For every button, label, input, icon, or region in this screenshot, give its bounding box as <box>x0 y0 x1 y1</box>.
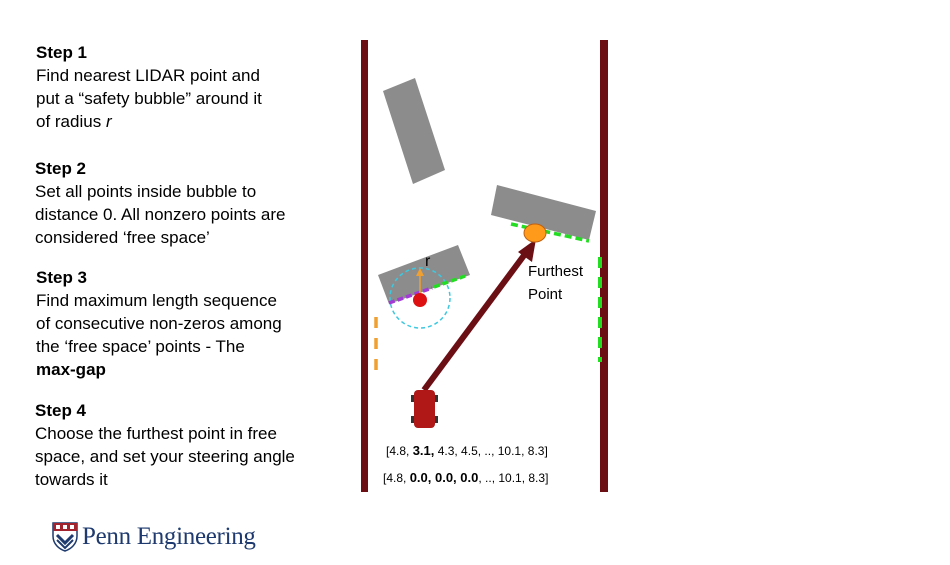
car-icon <box>411 390 438 428</box>
lidar-array-zeroed: [4.8, 0.0, 0.0, 0.0, .., 10.1, 8.3] <box>383 470 548 485</box>
penn-engineering-logo: Penn Engineering <box>52 522 256 552</box>
step-1: Step 1 Find nearest LIDAR point and put … <box>36 41 262 133</box>
steering-arrow <box>421 248 531 392</box>
nearest-point <box>413 293 427 307</box>
obstacle-left <box>378 245 470 304</box>
radius-label: r <box>425 253 431 270</box>
step-title: Step 3 <box>36 268 88 287</box>
max-gap-term: max-gap <box>36 360 106 379</box>
array-prefix: [4.8, <box>386 444 413 458</box>
step-line: Choose the furthest point in free <box>35 424 277 443</box>
left-wall <box>361 40 368 492</box>
right-wall <box>600 40 608 492</box>
obstacle-right <box>491 185 596 240</box>
step-line-text: of radius <box>36 112 106 131</box>
step-title: Step 4 <box>35 401 87 420</box>
step-line: of radius r <box>36 110 262 133</box>
step-line: put a “safety bubble” around it <box>36 89 262 108</box>
lidar-free-points-right-obstacle <box>510 222 590 243</box>
array-bold: 0.0, 0.0, 0.0 <box>410 470 479 485</box>
array-bold: 3.1, <box>413 443 435 458</box>
lidar-array-original: [4.8, 3.1, 4.3, 4.5, .., 10.1, 8.3] <box>386 443 548 458</box>
step-line: the ‘free space’ points - The <box>36 337 245 356</box>
step-title: Step 2 <box>35 159 87 178</box>
obstacle-top <box>383 78 445 184</box>
array-suffix: 4.3, 4.5, .., 10.1, 8.3] <box>434 444 547 458</box>
furthest-label-line2: Point <box>528 286 563 303</box>
lidar-bubble-points <box>388 286 433 305</box>
step-2: Step 2 Set all points inside bubble to d… <box>35 157 285 249</box>
step-3: Step 3 Find maximum length sequence of c… <box>36 266 282 381</box>
steering-arrowhead-icon <box>518 239 536 262</box>
step-title: Step 1 <box>36 43 88 62</box>
radius-variable: r <box>105 112 112 131</box>
step-line: space, and set your steering angle <box>35 447 295 466</box>
furthest-point <box>523 223 547 243</box>
array-suffix: , .., 10.1, 8.3] <box>478 471 548 485</box>
radius-arrowhead-icon <box>416 268 424 276</box>
step-line: considered ‘free space’ <box>35 228 210 247</box>
step-line: Set all points inside bubble to <box>35 182 257 201</box>
array-prefix: [4.8, <box>383 471 410 485</box>
step-line: distance 0. All nonzero points are <box>35 205 286 224</box>
step-4: Step 4 Choose the furthest point in free… <box>35 399 295 491</box>
step-line: of consecutive non-zeros among <box>36 314 282 333</box>
furthest-label-line1: Furthest <box>528 263 584 280</box>
penn-shield-icon <box>52 522 78 552</box>
logo-text: Penn Engineering <box>82 523 256 550</box>
step-line: towards it <box>35 470 108 489</box>
lidar-free-points-left-obstacle <box>433 273 469 289</box>
step-line: max-gap <box>36 358 282 381</box>
step-line: Find maximum length sequence <box>36 291 277 310</box>
step-line: Find nearest LIDAR point and <box>36 66 260 85</box>
